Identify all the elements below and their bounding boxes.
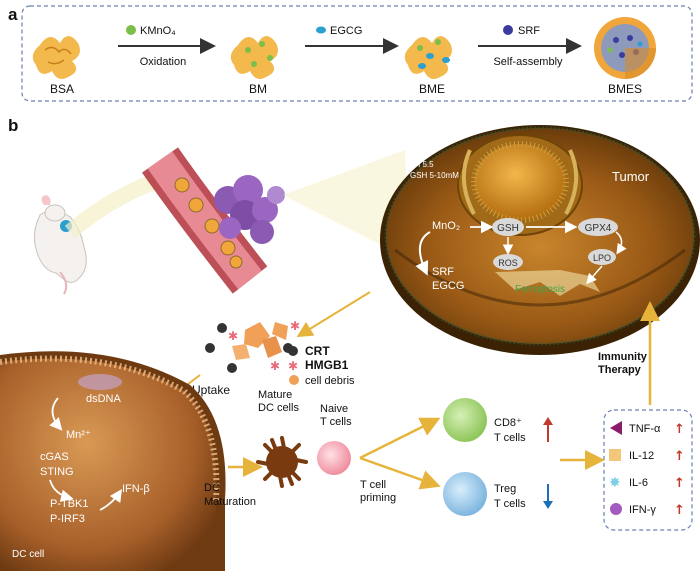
srf-dot-icon [503,25,513,35]
cytokine-box [603,409,693,531]
damps-cluster-illustration: ✱ ✱ ✱ [205,319,300,373]
hmgb1-legend-icon: ✱ [288,359,298,373]
treg-down-arrow-head [543,501,553,509]
bmes-nanoparticle-icon [594,17,656,79]
mn-ion-label: Mn²⁺ [66,429,91,441]
irf3-to-ifnb-arrow [99,489,122,511]
bm-label: BM [249,82,267,96]
cd8-t-cell-icon [443,398,487,442]
cytokine-1-icon [609,449,621,461]
cytokine-0-icon [610,421,622,435]
gsh-node [492,218,524,236]
gpx4-to-lpo-arrow [615,231,627,255]
cytokine-0-up-arrow: ↑ [674,422,685,437]
bm-protein-icon [230,36,278,79]
uptake-label: Uptake [192,383,230,397]
svg-text:✱: ✱ [290,319,300,333]
treg-label: Treg [494,483,516,495]
crt-legend-icon [288,346,298,356]
lpo-label: LPO [593,253,611,263]
bme-label: BME [419,82,445,96]
panel-b-label: b [8,116,18,135]
cell-debris-label: cell debris [305,375,355,387]
debris-legend-icon [289,375,299,385]
bme-protein-icon [404,36,452,79]
blood-vessel-illustration [64,147,268,294]
cytokine-list: TNF-α ↑ IL-12 ↑ ✸ IL-6 ↑ IFN-γ ↑ [609,421,685,518]
priming-to-cd8-arrow [359,417,441,460]
crt-label: CRT [305,344,330,358]
dsdna-label: dsDNA [86,393,122,405]
self-assembly-label: Self-assembly [493,56,563,68]
cytokine-1-label: IL-12 [629,450,654,462]
panel-a-frame [21,5,693,102]
ferroptosis-splash [495,270,600,296]
tumor-to-damps-arrow [296,291,371,338]
cytokine-2-label: IL-6 [629,477,648,489]
ph-label: pH 5.5 [410,160,434,169]
egcg-label: EGCG [330,25,362,37]
ferroptosis-label: Ferroptosis [515,284,565,295]
cytokine-3-up-arrow: ↑ [674,503,685,518]
dc-cell-label: DC cell [12,549,44,560]
lpo-node [588,249,616,265]
cd8-sub-label: T cells [494,432,526,444]
mouse-illustration [34,195,87,295]
gpx4-node [578,218,618,236]
cd8-up-arrow-head [543,417,553,425]
dsdna-to-cgas-arrow [49,397,63,431]
panel-a-label: a [8,5,18,24]
bmes-label: BMES [608,82,642,96]
srf-tumor-label: SRF [432,266,454,278]
lpo-to-ferroptosis-arrow [586,265,603,285]
mno2-label: MnO₂ [432,220,460,232]
cgas-label: cGAS [40,451,69,463]
bsa-protein-icon [32,36,80,79]
tumor-cluster-illustration [214,175,285,244]
gsh-node-label: GSH [497,223,519,234]
mature-dc-cell-icon [256,436,308,488]
cytokine-3-label: IFN-γ [629,504,656,516]
priming-to-treg-arrow [359,456,441,490]
tumor-label: Tumor [612,169,650,184]
srf-label: SRF [518,25,540,37]
ptbk1-label: P-TBK1 [50,498,89,510]
cytokine-0-label: TNF-α [629,423,661,435]
ros-label: ROS [498,258,518,268]
cytokine-3-icon [610,503,622,515]
cytokine-2-icon: ✸ [609,474,621,490]
svg-text:✱: ✱ [270,359,280,373]
gsh-conc-label: GSH 5-10mM [410,171,459,180]
kmno4-label: KMnO₄ [140,25,176,37]
kmno4-dot-icon [126,25,136,35]
mno2-to-srf-arrow [415,231,431,276]
svg-text:✱: ✱ [228,329,238,343]
ifnb-label: IFN-β [122,483,150,495]
sting-label: STING [40,466,74,478]
tumor-cell-illustration [380,125,700,355]
bsa-label: BSA [50,82,74,96]
hmgb1-label: HMGB1 [305,358,349,372]
treg-cell-icon [443,472,487,516]
zoom-beam [283,150,410,260]
sting-to-tbk1-arrow [49,479,74,502]
ros-node [493,254,523,270]
naive-t-cell-icon [317,441,351,475]
cytokine-2-up-arrow: ↑ [674,476,685,491]
egcg-dot-icon [316,26,326,34]
pirf3-label: P-IRF3 [50,513,85,525]
dc-cell-illustration [0,351,226,571]
oxidation-label: Oxidation [140,56,186,68]
gpx4-label: GPX4 [585,223,612,234]
treg-sub-label: T cells [494,498,526,510]
cd8-label: CD8⁺ [494,417,522,429]
cytokine-1-up-arrow: ↑ [674,449,685,464]
egcg-tumor-label: EGCG [432,280,464,292]
